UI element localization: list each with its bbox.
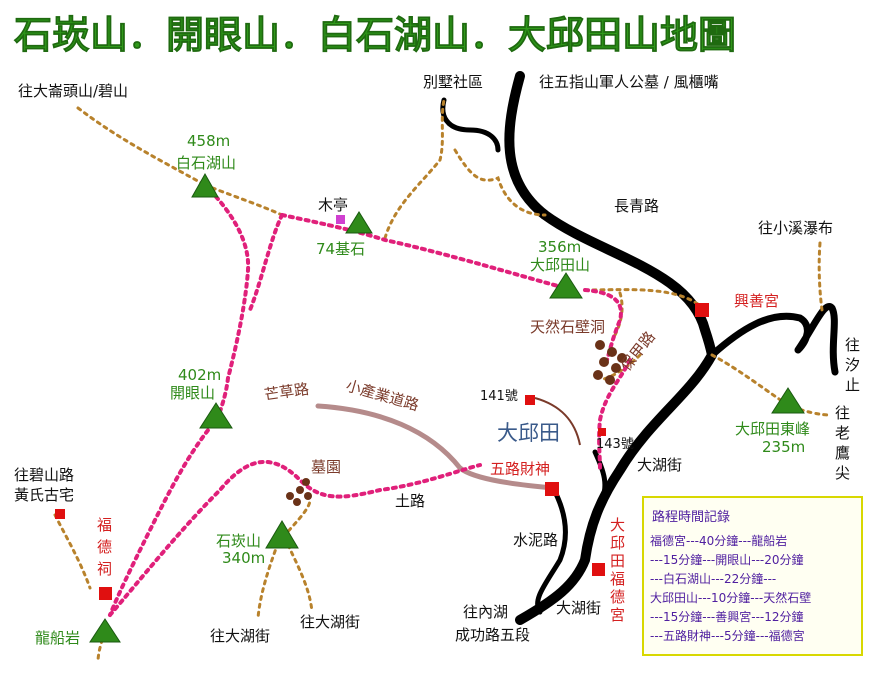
label-to-xizhi-v: 往汐止 <box>845 336 860 394</box>
label-mangcao: 芒草路 <box>263 380 310 404</box>
peak-longchuan-icon <box>89 618 121 643</box>
label-changqing: 長青路 <box>614 197 659 215</box>
peak-baishihu-elev: 458m <box>187 132 230 150</box>
label-huang-house: 黃氏古宅 <box>14 486 74 504</box>
label-cement: 水泥路 <box>513 531 558 549</box>
industrial-road <box>315 403 556 491</box>
vertical-glyph: 德 <box>610 588 625 606</box>
label-xingshan: 興善宮 <box>734 292 779 310</box>
peak-shikan-icon <box>265 520 299 549</box>
vertical-glyph: 往 <box>835 404 850 422</box>
vertical-glyph: 福 <box>610 570 625 588</box>
vertical-glyph: 德 <box>97 538 112 556</box>
peak-kaiyan-icon <box>199 402 233 429</box>
house-143-icon <box>598 428 606 436</box>
legend-line: ---15分鐘---開眼山---20分鐘 <box>650 552 804 567</box>
label-cemetery: 墓園 <box>311 458 341 476</box>
label-wulu: 五路財神 <box>490 460 550 478</box>
label-baojia: 保甲路 <box>617 328 659 375</box>
label-no141: 141號 <box>480 389 518 404</box>
house-huang-icon <box>55 509 65 519</box>
label-to-dahu2: 往大湖街 <box>300 613 360 631</box>
cave-rocks-icon <box>593 340 627 385</box>
vertical-glyph: 邱 <box>610 534 625 552</box>
label-to-bishan: 往碧山路 <box>14 466 74 484</box>
legend-line: ---五路財神---5分鐘---福德宮 <box>650 628 805 643</box>
peak-dongfeng-icon <box>771 387 805 414</box>
label-to-dalunshan: 往大崙頭山/碧山 <box>18 82 128 100</box>
label-to-neihu2: 成功路五段 <box>455 626 530 644</box>
road-villa <box>440 97 501 153</box>
label-villa: 別墅社區 <box>423 73 483 91</box>
label-to-dahu1: 往大湖街 <box>210 627 270 645</box>
label-dahu-st1: 大湖街 <box>637 456 682 474</box>
peak-dacitian-elev: 356m <box>538 238 581 256</box>
legend-title: 路程時間記錄 <box>652 509 730 525</box>
peak-dacitian-name: 大邱田山 <box>530 256 590 274</box>
temple-xingshan-icon <box>695 303 709 317</box>
vertical-glyph: 宮 <box>610 606 625 624</box>
road-cement <box>535 485 568 615</box>
label-to-waterfall: 往小溪瀑布 <box>758 219 833 237</box>
pavilion-icon <box>336 215 345 224</box>
temple-labels: 興善宮 五路財神 <box>490 292 779 478</box>
peak-labels: 458m 白石湖山 74基石 356m 大邱田山 402m 開眼山 石崁山 34… <box>35 132 810 647</box>
label-no143: 143號 <box>596 437 634 452</box>
legend-box: 路程時間記錄 福德宮---40分鐘---龍船岩 ---15分鐘---開眼山---2… <box>642 496 863 656</box>
label-to-neihu1: 往內湖 <box>463 603 508 621</box>
peak-kaiyan-elev: 402m <box>178 366 221 384</box>
vertical-glyph: 往 <box>845 336 860 354</box>
label-dacitian-area: 大邱田 <box>497 421 560 445</box>
vertical-glyph: 尖 <box>835 464 850 482</box>
peak-jishi-icon <box>345 211 373 234</box>
peak-markers <box>89 172 805 643</box>
place-labels: 往大崙頭山/碧山 別墅社區 往五指山軍人公墓 / 風櫃嘴 木亭 長青路 往小溪瀑… <box>14 73 833 645</box>
peak-dacitian-icon <box>549 272 583 299</box>
house-141-icon <box>525 395 535 405</box>
label-cave: 天然石壁洞 <box>530 318 605 336</box>
cemetery-icon <box>286 478 312 506</box>
vertical-glyph: 田 <box>610 552 625 570</box>
route-141 <box>534 397 581 446</box>
label-to-wuzhi: 往五指山軍人公墓 / 風櫃嘴 <box>539 73 719 91</box>
peak-dongfeng-name: 大邱田東峰 <box>735 420 810 438</box>
temple-wulu-icon <box>545 482 559 496</box>
peak-longchuan-name: 龍船岩 <box>35 629 80 647</box>
peak-kaiyan-name: 開眼山 <box>170 384 215 402</box>
legend-line: ---15分鐘---善興宮---12分鐘 <box>650 609 804 624</box>
temple-markers <box>55 303 709 600</box>
peak-dongfeng-elev: 235m <box>762 438 805 456</box>
peak-shikan-name: 石崁山 <box>216 532 261 550</box>
peak-baishihu-name: 白石湖山 <box>176 154 236 172</box>
label-pavilion: 木亭 <box>318 196 348 214</box>
legend-line: ---白石湖山---22分鐘--- <box>650 571 776 586</box>
main-trail <box>108 183 632 617</box>
vertical-glyph: 老 <box>835 424 850 442</box>
peak-shikan-elev: 340m <box>222 549 265 567</box>
vertical-glyph: 福 <box>97 516 112 534</box>
road-to-xizhi <box>708 303 839 376</box>
legend-line: 福德宮---40分鐘---龍船岩 <box>650 533 787 548</box>
label-dahu-st2: 大湖街 <box>556 599 601 617</box>
legend-line: 大邱田山---10分鐘---天然石壁 <box>650 590 811 605</box>
peak-baishihu-icon <box>191 172 219 198</box>
vertical-glyph: 祠 <box>97 560 112 578</box>
label-dirt-road: 土路 <box>395 492 425 510</box>
vertical-glyph: 汐 <box>845 356 860 374</box>
peak-jishi-label: 74基石 <box>316 240 365 258</box>
temple-fude-left-icon <box>99 587 112 600</box>
vertical-glyph: 大 <box>610 516 625 534</box>
label-fude-left-v: 福德祠 <box>97 516 112 578</box>
map-title: 石崁山．開眼山．白石湖山．大邱田山地圖 <box>14 13 736 57</box>
road-loop <box>592 449 608 508</box>
vertical-glyph: 鷹 <box>835 444 850 462</box>
temple-fude-right-icon <box>592 563 605 576</box>
vertical-glyph: 止 <box>845 376 860 394</box>
